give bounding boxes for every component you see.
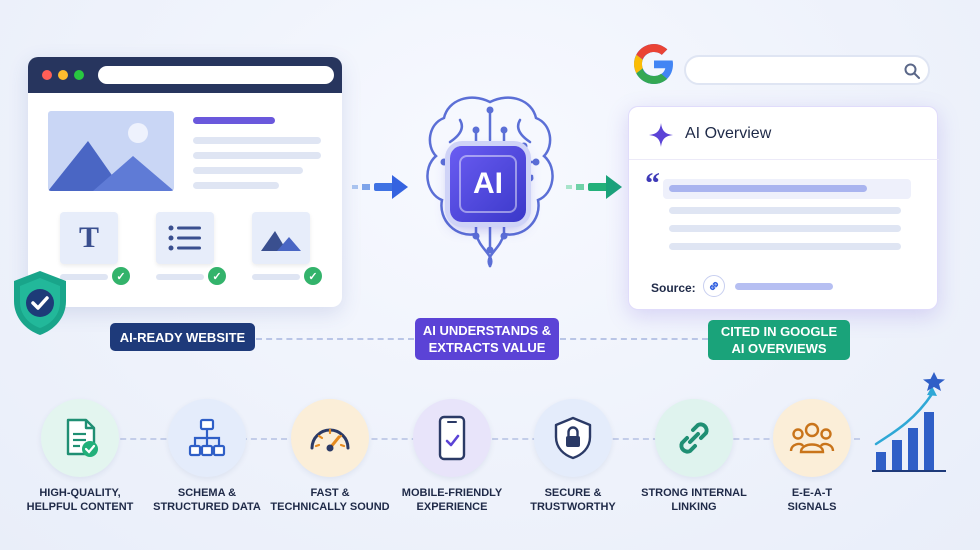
speedometer-icon (291, 399, 369, 477)
text-line (669, 225, 901, 232)
caption-line (60, 274, 108, 280)
smartphone-icon (413, 399, 491, 477)
arrow-right-icon (352, 172, 412, 207)
image-block-icon (252, 212, 310, 264)
source-label: Source: (651, 281, 696, 295)
growth-chart-icon (868, 370, 952, 481)
feature-caption: FAST &TECHNICALLY SOUND (270, 487, 390, 513)
maximize-dot-icon (74, 70, 84, 80)
ai-overview-title: AI Overview (685, 125, 772, 142)
google-logo-icon (630, 40, 678, 93)
ai-chip-label: AI (473, 167, 503, 200)
caption-line (156, 274, 204, 280)
cited-label: CITED IN GOOGLE AI OVERVIEWS (708, 320, 850, 360)
shield-check-icon (10, 268, 70, 343)
feature-caption: HIGH-QUALITY,HELPFUL CONTENT (26, 487, 134, 513)
ai-understands-label: AI UNDERSTANDS & EXTRACTS VALUE (415, 318, 559, 360)
text-line (193, 152, 321, 159)
browser-toolbar (28, 57, 342, 93)
text-line (193, 167, 303, 174)
connector-line (256, 338, 414, 340)
search-input[interactable] (684, 55, 930, 85)
sitemap-icon (168, 399, 246, 477)
link-chain-icon (655, 399, 733, 477)
connector-line (560, 338, 708, 340)
sparkle-icon (649, 123, 673, 147)
divider (629, 159, 939, 160)
check-icon: ✓ (112, 267, 130, 285)
image-placeholder-icon (48, 111, 174, 191)
arrow-right-icon (566, 172, 626, 207)
ai-chip: AI (450, 146, 526, 222)
heading-line (193, 117, 275, 124)
text-line (193, 137, 321, 144)
website-label: AI-READY WEBSITE (110, 323, 255, 351)
quote-icon: “ (645, 167, 660, 200)
close-dot-icon (42, 70, 52, 80)
shield-lock-icon (534, 399, 612, 477)
minimize-dot-icon (58, 70, 68, 80)
ai-overview-card: AI Overview “ Source: (628, 106, 939, 310)
website-mockup: T ✓ ✓ ✓ (28, 57, 342, 307)
people-icon (773, 399, 851, 477)
source-line (735, 283, 833, 290)
text-block-icon: T (60, 212, 118, 264)
check-icon: ✓ (208, 267, 226, 285)
feature-caption: SECURE &TRUSTWORTHY (530, 487, 616, 513)
feature-caption: SCHEMA &STRUCTURED DATA (153, 487, 261, 513)
address-bar (98, 66, 334, 84)
text-line (669, 243, 901, 250)
link-icon[interactable] (703, 275, 725, 297)
document-check-icon (41, 399, 119, 477)
list-block-icon (156, 212, 214, 264)
search-icon (904, 63, 920, 79)
text-line (669, 207, 901, 214)
highlight-line (669, 185, 867, 192)
text-line (193, 182, 279, 189)
check-icon: ✓ (304, 267, 322, 285)
caption-line (252, 274, 300, 280)
